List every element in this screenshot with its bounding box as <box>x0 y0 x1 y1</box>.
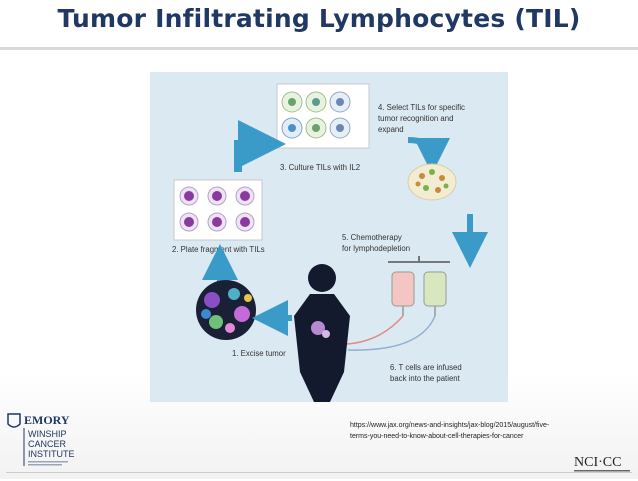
step-6-label-line2: back into the patient <box>390 374 461 383</box>
logo-winship-text: WINSHIP <box>28 429 67 439</box>
til-therapy-diagram: 3. Culture TILs with IL2 2. Plate fragme… <box>150 72 508 402</box>
logo-institute-text: INSTITUTE <box>28 449 75 459</box>
arrow-2-to-3 <box>238 144 262 172</box>
emory-winship-logo: EMORY WINSHIP CANCER INSTITUTE <box>6 410 96 470</box>
fragment-plate-icon <box>174 180 262 240</box>
culture-plate-icon <box>277 84 369 148</box>
expanded-cells-dish-icon <box>408 164 456 200</box>
source-citation: https://www.jax.org/news-and-insights/ja… <box>350 420 620 442</box>
iv-bags-icon <box>346 256 450 350</box>
step-4-label-line2: tumor recognition and <box>378 114 453 123</box>
footer-divider <box>6 472 632 473</box>
logo-nci-text: NCI·CC <box>574 455 621 470</box>
step-4-label-line1: 4. Select TILs for specific <box>378 103 465 112</box>
arrow-3-to-4 <box>408 140 432 156</box>
step-5-label-line1: 5. Chemotherapy <box>342 233 402 242</box>
step-6-label-line1: 6. T cells are infused <box>390 363 462 372</box>
source-line-1: https://www.jax.org/news-and-insights/ja… <box>350 420 620 431</box>
step-1-label: 1. Excise tumor <box>232 349 286 358</box>
logo-emory-text: EMORY <box>24 413 70 427</box>
step-2-label: 2. Plate fragment with TILs <box>172 245 265 254</box>
shield-icon <box>8 414 20 427</box>
step-4-label-line3: expand <box>378 125 404 134</box>
step-5-label-line2: for lymphodepletion <box>342 244 410 253</box>
step-3-label: 3. Culture TILs with IL2 <box>280 163 360 172</box>
source-line-2: terms-you-need-to-know-about-cell-therap… <box>350 431 620 442</box>
patient-silhouette-icon <box>294 264 350 402</box>
slide-title: Tumor Infiltrating Lymphocytes (TIL) <box>0 4 638 33</box>
tumor-cells-icon <box>196 280 256 340</box>
title-divider <box>0 47 638 50</box>
logo-cancer-text: CANCER <box>28 439 67 449</box>
